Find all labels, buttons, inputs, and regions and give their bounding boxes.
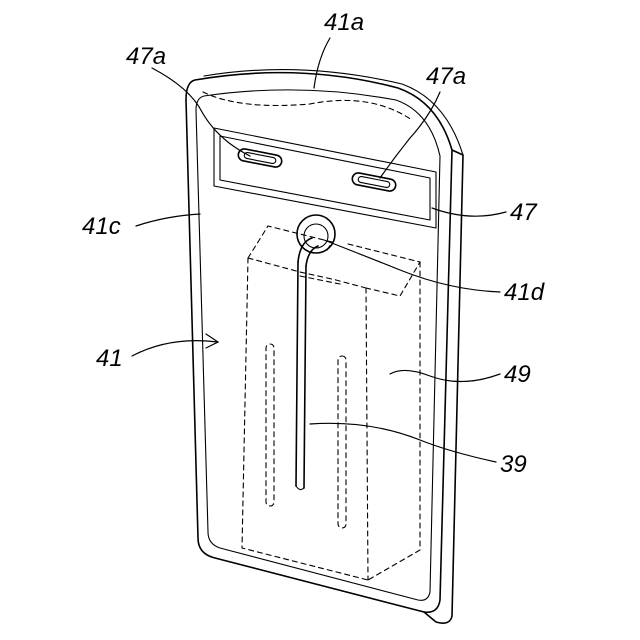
pouch-body [186,70,463,624]
slit-right [351,172,396,192]
pouch-front-outline [186,73,452,613]
label-41c: 41c [82,213,121,240]
leader-41c [136,214,200,226]
label-41d: 41d [504,279,545,306]
tube-wall-left [296,262,298,486]
spout-assembly [296,215,335,490]
leader-41-arrow [132,341,218,356]
leader-49 [390,370,500,381]
container-top [248,226,420,296]
top-seal-line [203,92,412,120]
container-front-edge [366,288,368,580]
leader-47a-left [152,68,250,156]
rib-right [338,356,346,528]
rib-left [266,344,274,506]
spout-flange-inner [304,224,328,248]
container-right-side [368,262,420,580]
pouch-side-edge [424,150,463,623]
strip-outline [214,128,436,228]
label-47a-right: 47a [426,63,466,90]
label-47: 47 [510,199,538,226]
leader-47 [432,208,506,216]
label-47a-left: 47a [126,43,166,70]
tube-end [296,486,304,490]
label-39: 39 [500,451,527,478]
reference-labels: 41a 47a 47a 41c 47 41d 41 49 39 [82,9,545,478]
inner-container [242,226,420,580]
tube-wall-right [304,266,306,488]
leader-41a [314,38,330,88]
hanging-strip [214,128,436,228]
pouch-inner-border [196,90,440,600]
label-49: 49 [504,361,531,388]
label-41a: 41a [324,9,364,36]
slit-left [237,148,282,168]
label-41: 41 [96,345,123,372]
pouch-top-edge-back [204,70,463,155]
leader-41d [324,240,500,292]
leader-47a-right [380,92,440,178]
